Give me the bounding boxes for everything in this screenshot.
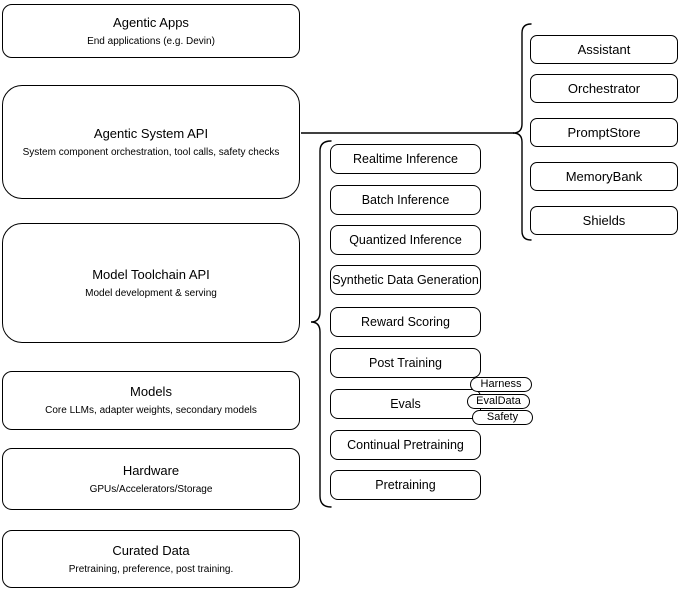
- node-quantized-inference: Quantized Inference: [330, 225, 481, 255]
- layer-subtitle: Core LLMs, adapter weights, secondary mo…: [45, 405, 257, 416]
- node-continual-pretraining: Continual Pretraining: [330, 430, 481, 460]
- node-memorybank: MemoryBank: [530, 162, 678, 191]
- layer-subtitle: GPUs/Accelerators/Storage: [89, 483, 213, 495]
- layer-subtitle: End applications (e.g. Devin): [87, 35, 215, 47]
- layer-title: Agentic Apps: [113, 14, 189, 30]
- tag-safety: Safety: [472, 410, 533, 425]
- layer-subtitle: System component orchestration, tool cal…: [22, 146, 280, 158]
- node-shields: Shields: [530, 206, 678, 235]
- node-pretraining: Pretraining: [330, 470, 481, 500]
- tag-harness: Harness: [470, 377, 532, 392]
- layer-box-agentic-system-api: Agentic System API System component orch…: [2, 85, 300, 199]
- node-reward-scoring: Reward Scoring: [330, 307, 481, 337]
- node-evals: Evals: [330, 389, 481, 419]
- layer-title: Curated Data: [112, 542, 190, 558]
- toolchain-brace: [310, 140, 332, 508]
- node-batch-inference: Batch Inference: [330, 185, 481, 215]
- node-post-training: Post Training: [330, 348, 481, 378]
- node-synthetic-data-generation: Synthetic Data Generation: [330, 265, 481, 295]
- node-assistant: Assistant: [530, 35, 678, 64]
- node-orchestrator: Orchestrator: [530, 74, 678, 103]
- system-components-brace: [512, 23, 532, 241]
- node-promptstore: PromptStore: [530, 118, 678, 147]
- node-realtime-inference: Realtime Inference: [330, 144, 481, 174]
- layer-box-model-toolchain-api: Model Toolchain API Model development & …: [2, 223, 300, 343]
- layer-title: Agentic System API: [93, 125, 209, 141]
- layer-subtitle: Pretraining, preference, post training.: [68, 563, 234, 575]
- layer-title: Model Toolchain API: [92, 266, 210, 282]
- layer-title: Models: [130, 384, 172, 399]
- layer-title: Hardware: [122, 462, 180, 478]
- tag-evaldata: EvalData: [467, 394, 530, 409]
- layer-box-models: Models Core LLMs, adapter weights, secon…: [2, 371, 300, 430]
- layer-box-hardware: Hardware GPUs/Accelerators/Storage: [2, 448, 300, 510]
- layer-subtitle: Model development & serving: [85, 287, 217, 299]
- layer-box-curated-data: Curated Data Pretraining, preference, po…: [2, 530, 300, 588]
- layer-box-agentic-apps: Agentic Apps End applications (e.g. Devi…: [2, 4, 300, 58]
